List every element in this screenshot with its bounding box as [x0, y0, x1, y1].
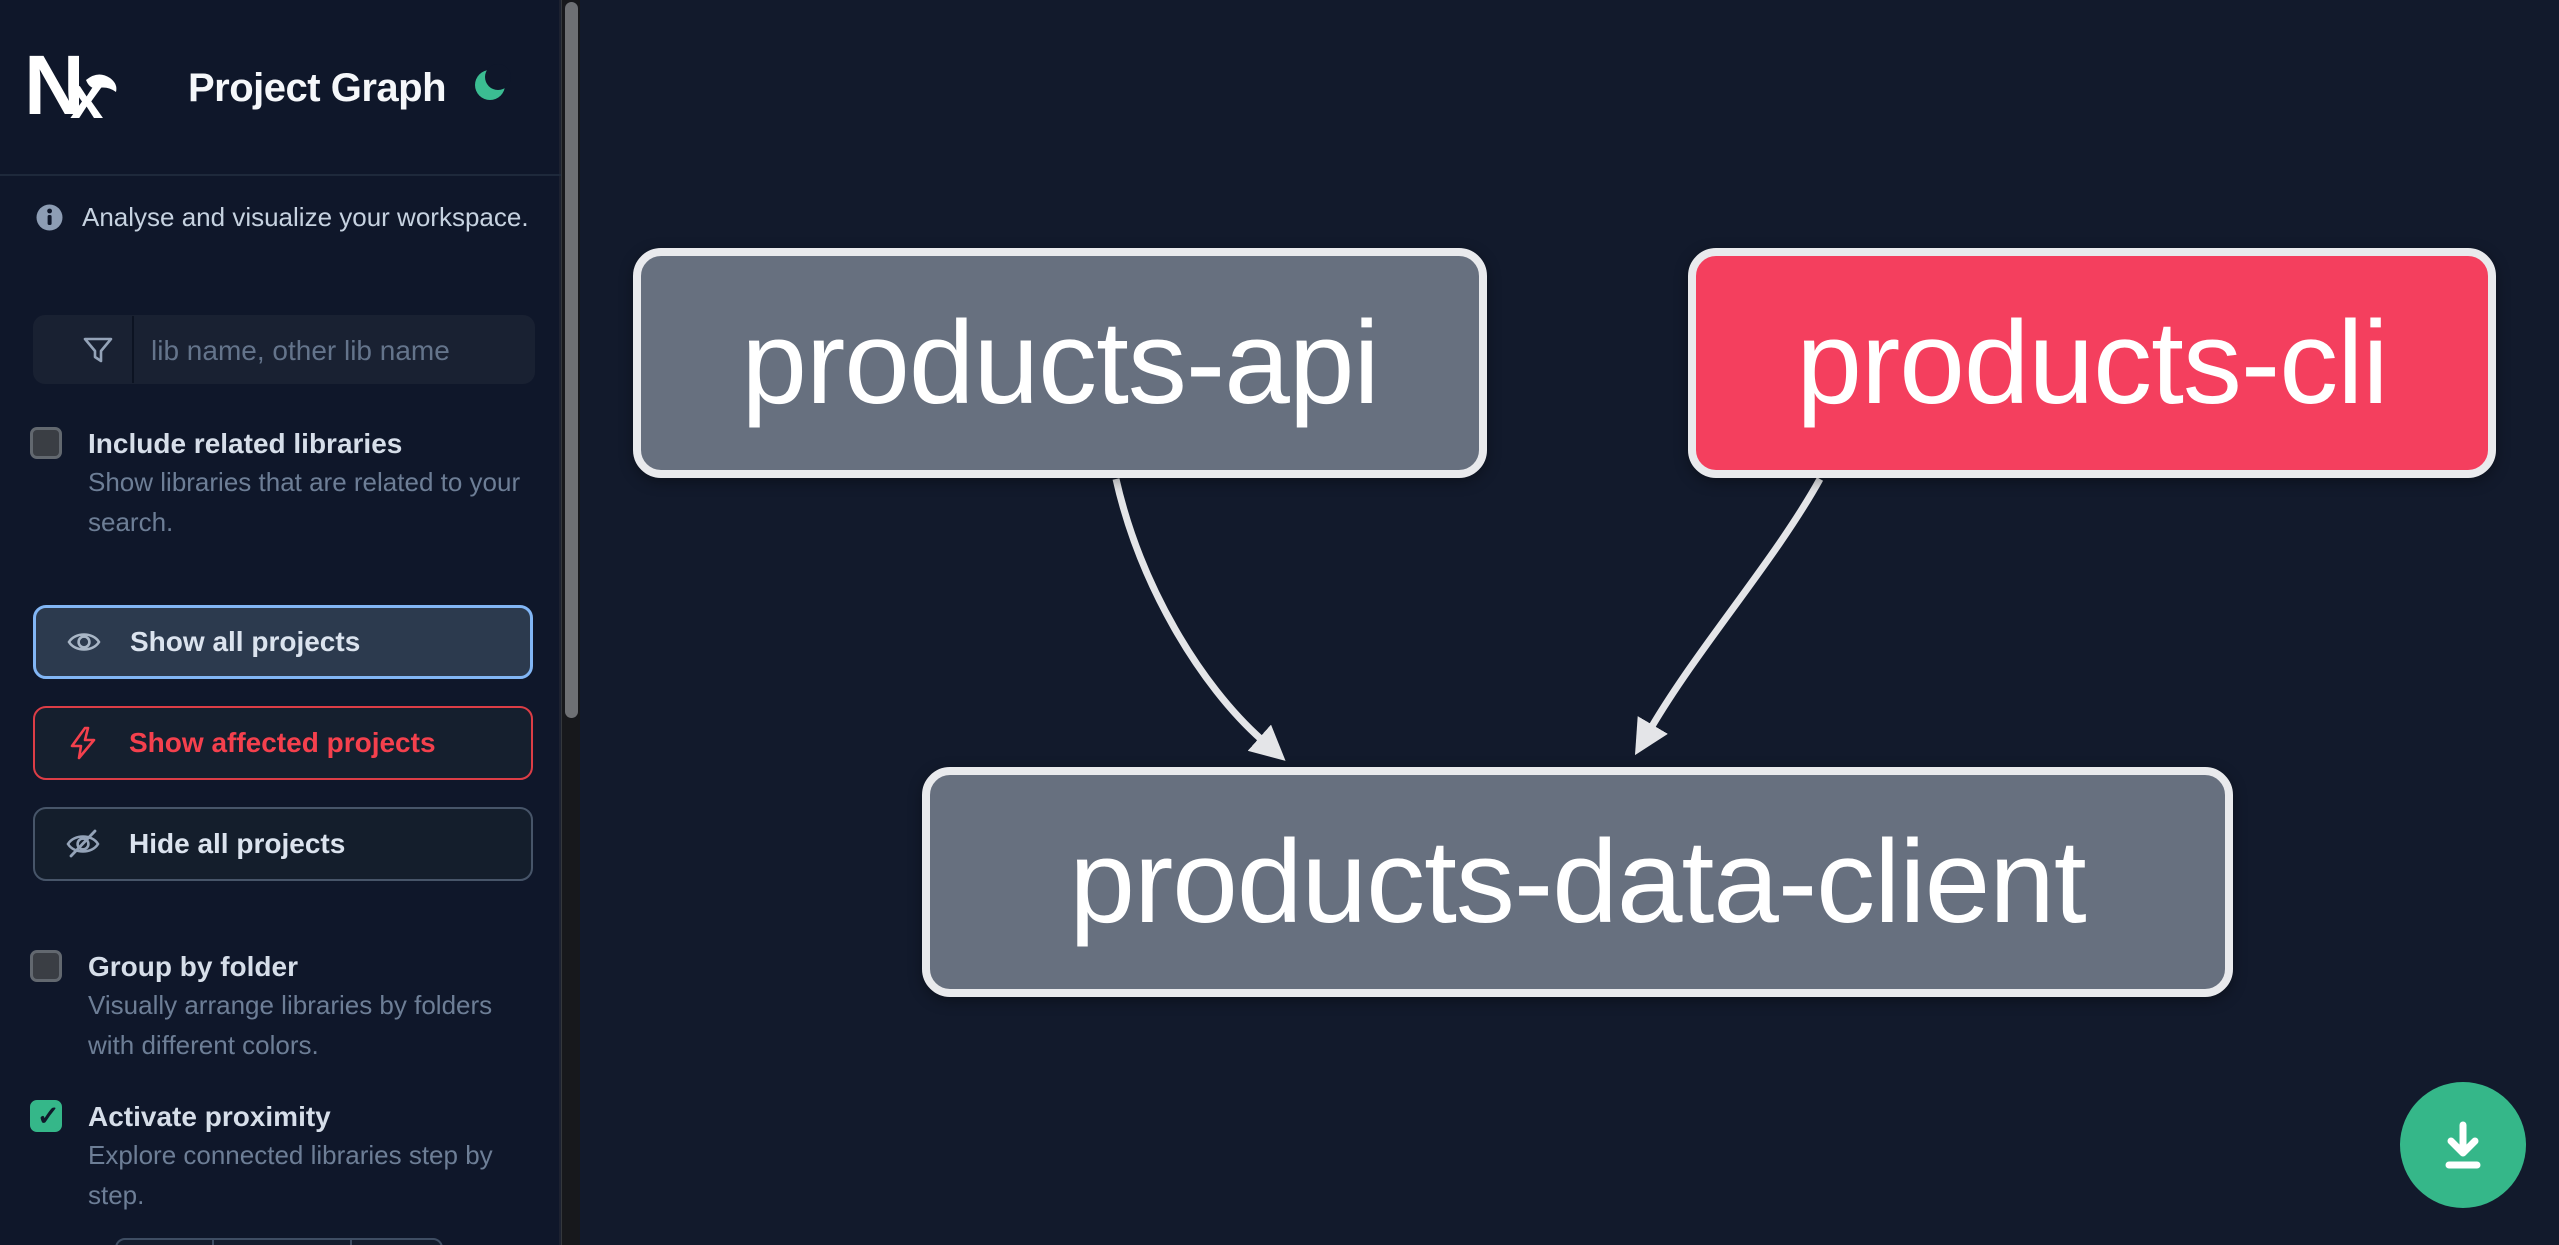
tagline-row: Analyse and visualize your workspace. [0, 200, 561, 240]
header-divider [0, 174, 561, 176]
button-label: Hide all projects [129, 828, 346, 859]
graph-canvas[interactable]: products-api products-cli products-data-… [580, 0, 2559, 1245]
stepper-divider [350, 1240, 352, 1245]
theme-toggle-button[interactable] [471, 64, 511, 104]
proximity-stepper [115, 1238, 443, 1245]
download-image-button[interactable] [2400, 1082, 2526, 1208]
stepper-decrement-button[interactable] [117, 1240, 212, 1245]
option-description: Visually arrange libraries by folders wi… [88, 990, 493, 1060]
group-by-folder-checkbox[interactable] [30, 950, 62, 982]
button-label: Show affected projects [129, 727, 436, 758]
option-description: Show libraries that are related to your … [88, 467, 521, 537]
sidebar: N x Project Graph Analyse and visualize … [0, 0, 561, 1245]
stepper-value [214, 1240, 350, 1245]
include-related-checkbox[interactable] [30, 427, 62, 459]
show-all-projects-button[interactable]: Show all projects [33, 605, 533, 679]
eye-off-icon [66, 829, 100, 858]
page-title: Project Graph [188, 66, 447, 110]
activate-proximity-checkbox[interactable] [30, 1100, 62, 1132]
graph-node-products-data-client[interactable]: products-data-client [922, 767, 2233, 997]
edge-products-cli-to-data-client [1634, 477, 1824, 756]
graph-node-products-api[interactable]: products-api [633, 248, 1487, 478]
nx-logo: N x [28, 48, 117, 126]
node-label: products-data-client [1069, 816, 2086, 948]
bolt-icon [70, 726, 96, 760]
search-box [33, 315, 535, 386]
button-label: Show all projects [130, 626, 361, 657]
svg-text:x: x [70, 64, 103, 126]
dependency-edges [1112, 477, 1824, 761]
tagline-text: Analyse and visualize your workspace. [82, 202, 529, 232]
node-label: products-cli [1796, 297, 2388, 429]
scrollbar-thumb[interactable] [565, 2, 578, 718]
graph-node-products-cli[interactable]: products-cli [1688, 248, 2496, 478]
moon-icon [475, 64, 511, 100]
stepper-increment-button[interactable] [352, 1240, 441, 1245]
download-icon [2445, 1121, 2481, 1169]
option-description: Explore connected libraries step by step… [88, 1140, 493, 1210]
search-divider [132, 316, 134, 383]
option-label: Group by folder [88, 951, 298, 982]
stepper-divider [212, 1240, 214, 1245]
option-label: Activate proximity [88, 1101, 331, 1132]
svg-text:N: N [28, 48, 85, 126]
eye-icon [67, 633, 101, 651]
sidebar-scrollbar[interactable] [561, 0, 580, 1245]
search-input[interactable] [149, 315, 523, 386]
hide-all-projects-button[interactable]: Hide all projects [33, 807, 533, 881]
funnel-filter-icon [83, 337, 113, 363]
option-label: Include related libraries [88, 428, 403, 459]
info-icon [36, 204, 63, 231]
node-label: products-api [741, 297, 1379, 429]
edge-products-api-to-data-client [1112, 478, 1286, 761]
show-affected-projects-button[interactable]: Show affected projects [33, 706, 533, 780]
